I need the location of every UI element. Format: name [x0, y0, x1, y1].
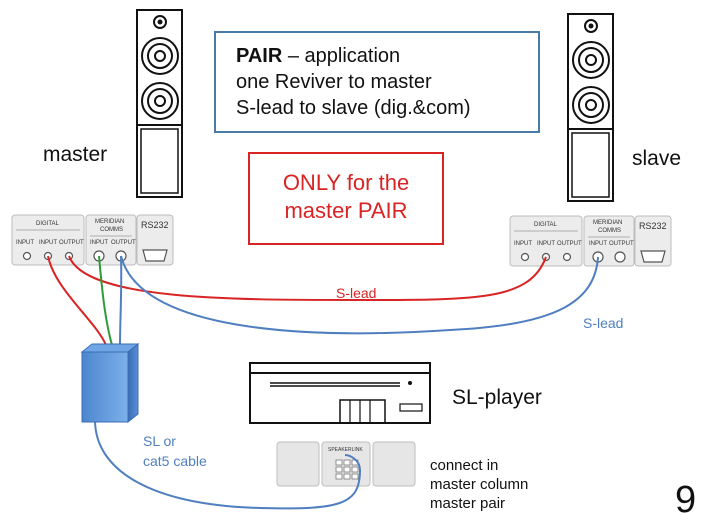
- sl-cable-label-line1: SL or: [143, 433, 176, 449]
- slave-rs232-port: [640, 250, 666, 263]
- title-line3: S-lead to slave (dig.&com): [236, 97, 471, 119]
- green-comms-cable: [98, 255, 113, 346]
- reviver-box: [80, 342, 140, 424]
- sl-cable-label-line2: cat5 cable: [143, 453, 207, 469]
- title-rest: – application: [282, 45, 401, 67]
- blue-sl-cable: [94, 419, 362, 510]
- sl-player: [249, 362, 431, 424]
- master-comms-input-label: INPUT: [90, 240, 108, 246]
- note-line3: master pair: [430, 495, 506, 512]
- note-line2: master column: [430, 476, 529, 493]
- master-input2-label: INPUT: [39, 240, 57, 246]
- warning-box: ONLY for the master PAIR: [248, 152, 444, 245]
- master-meridian-label: MERIDIAN: [95, 219, 125, 225]
- red-s-lead-cable: [68, 255, 547, 301]
- slave-rs232-label: RS232: [639, 221, 667, 231]
- speakerlink-label: SPEAKERLINK: [328, 447, 363, 453]
- master-digital-input-jack: [22, 251, 32, 261]
- slave-output-label: OUTPUT: [557, 241, 582, 247]
- title-line2: one Reviver to master: [236, 71, 432, 93]
- slave-comms-output-jack: [614, 251, 626, 263]
- red-input-cable: [47, 255, 107, 346]
- blue-s-lead-label: S-lead: [583, 315, 624, 331]
- sl-player-label: SL-player: [452, 386, 542, 409]
- slave-comms-input-label: INPUT: [589, 241, 607, 247]
- master-speaker: [136, 9, 183, 198]
- master-input-label: INPUT: [16, 240, 34, 246]
- warning-line2: master PAIR: [284, 198, 408, 223]
- master-comms-label: COMMS: [100, 227, 123, 233]
- master-panel: [11, 214, 174, 266]
- slave-digital-input-jack: [520, 252, 530, 262]
- speakerlink-panel: [276, 441, 416, 487]
- master-label: master: [43, 143, 108, 166]
- master-rs232-port: [142, 249, 168, 262]
- page-number: 9: [675, 479, 697, 521]
- slave-meridian-label: MERIDIAN: [593, 220, 623, 226]
- blue-comms-cable: [119, 255, 123, 346]
- note-line1: connect in: [430, 457, 499, 474]
- slave-speaker: [567, 13, 614, 202]
- title-box: PAIR – application one Reviver to master…: [214, 31, 540, 133]
- slave-digital-output-jack: [562, 252, 572, 262]
- warning-line1: ONLY for the: [282, 170, 410, 195]
- slave-comms-output-label: OUTPUT: [609, 241, 634, 247]
- master-output-label: OUTPUT: [59, 240, 84, 246]
- red-s-lead-label: S-lead: [336, 285, 377, 301]
- slave-panel: [509, 215, 672, 267]
- master-comms-output-label: OUTPUT: [111, 240, 136, 246]
- slave-digital-label: DIGITAL: [534, 222, 557, 228]
- slave-label: slave: [632, 147, 682, 170]
- master-digital-label: DIGITAL: [36, 221, 59, 227]
- slave-input-label: INPUT: [514, 241, 532, 247]
- title-bold: PAIR: [236, 45, 283, 67]
- blue-s-lead-cable: [120, 255, 599, 335]
- slave-comms-label: COMMS: [598, 228, 621, 234]
- master-rs232-label: RS232: [141, 220, 169, 230]
- slave-input2-label: INPUT: [537, 241, 555, 247]
